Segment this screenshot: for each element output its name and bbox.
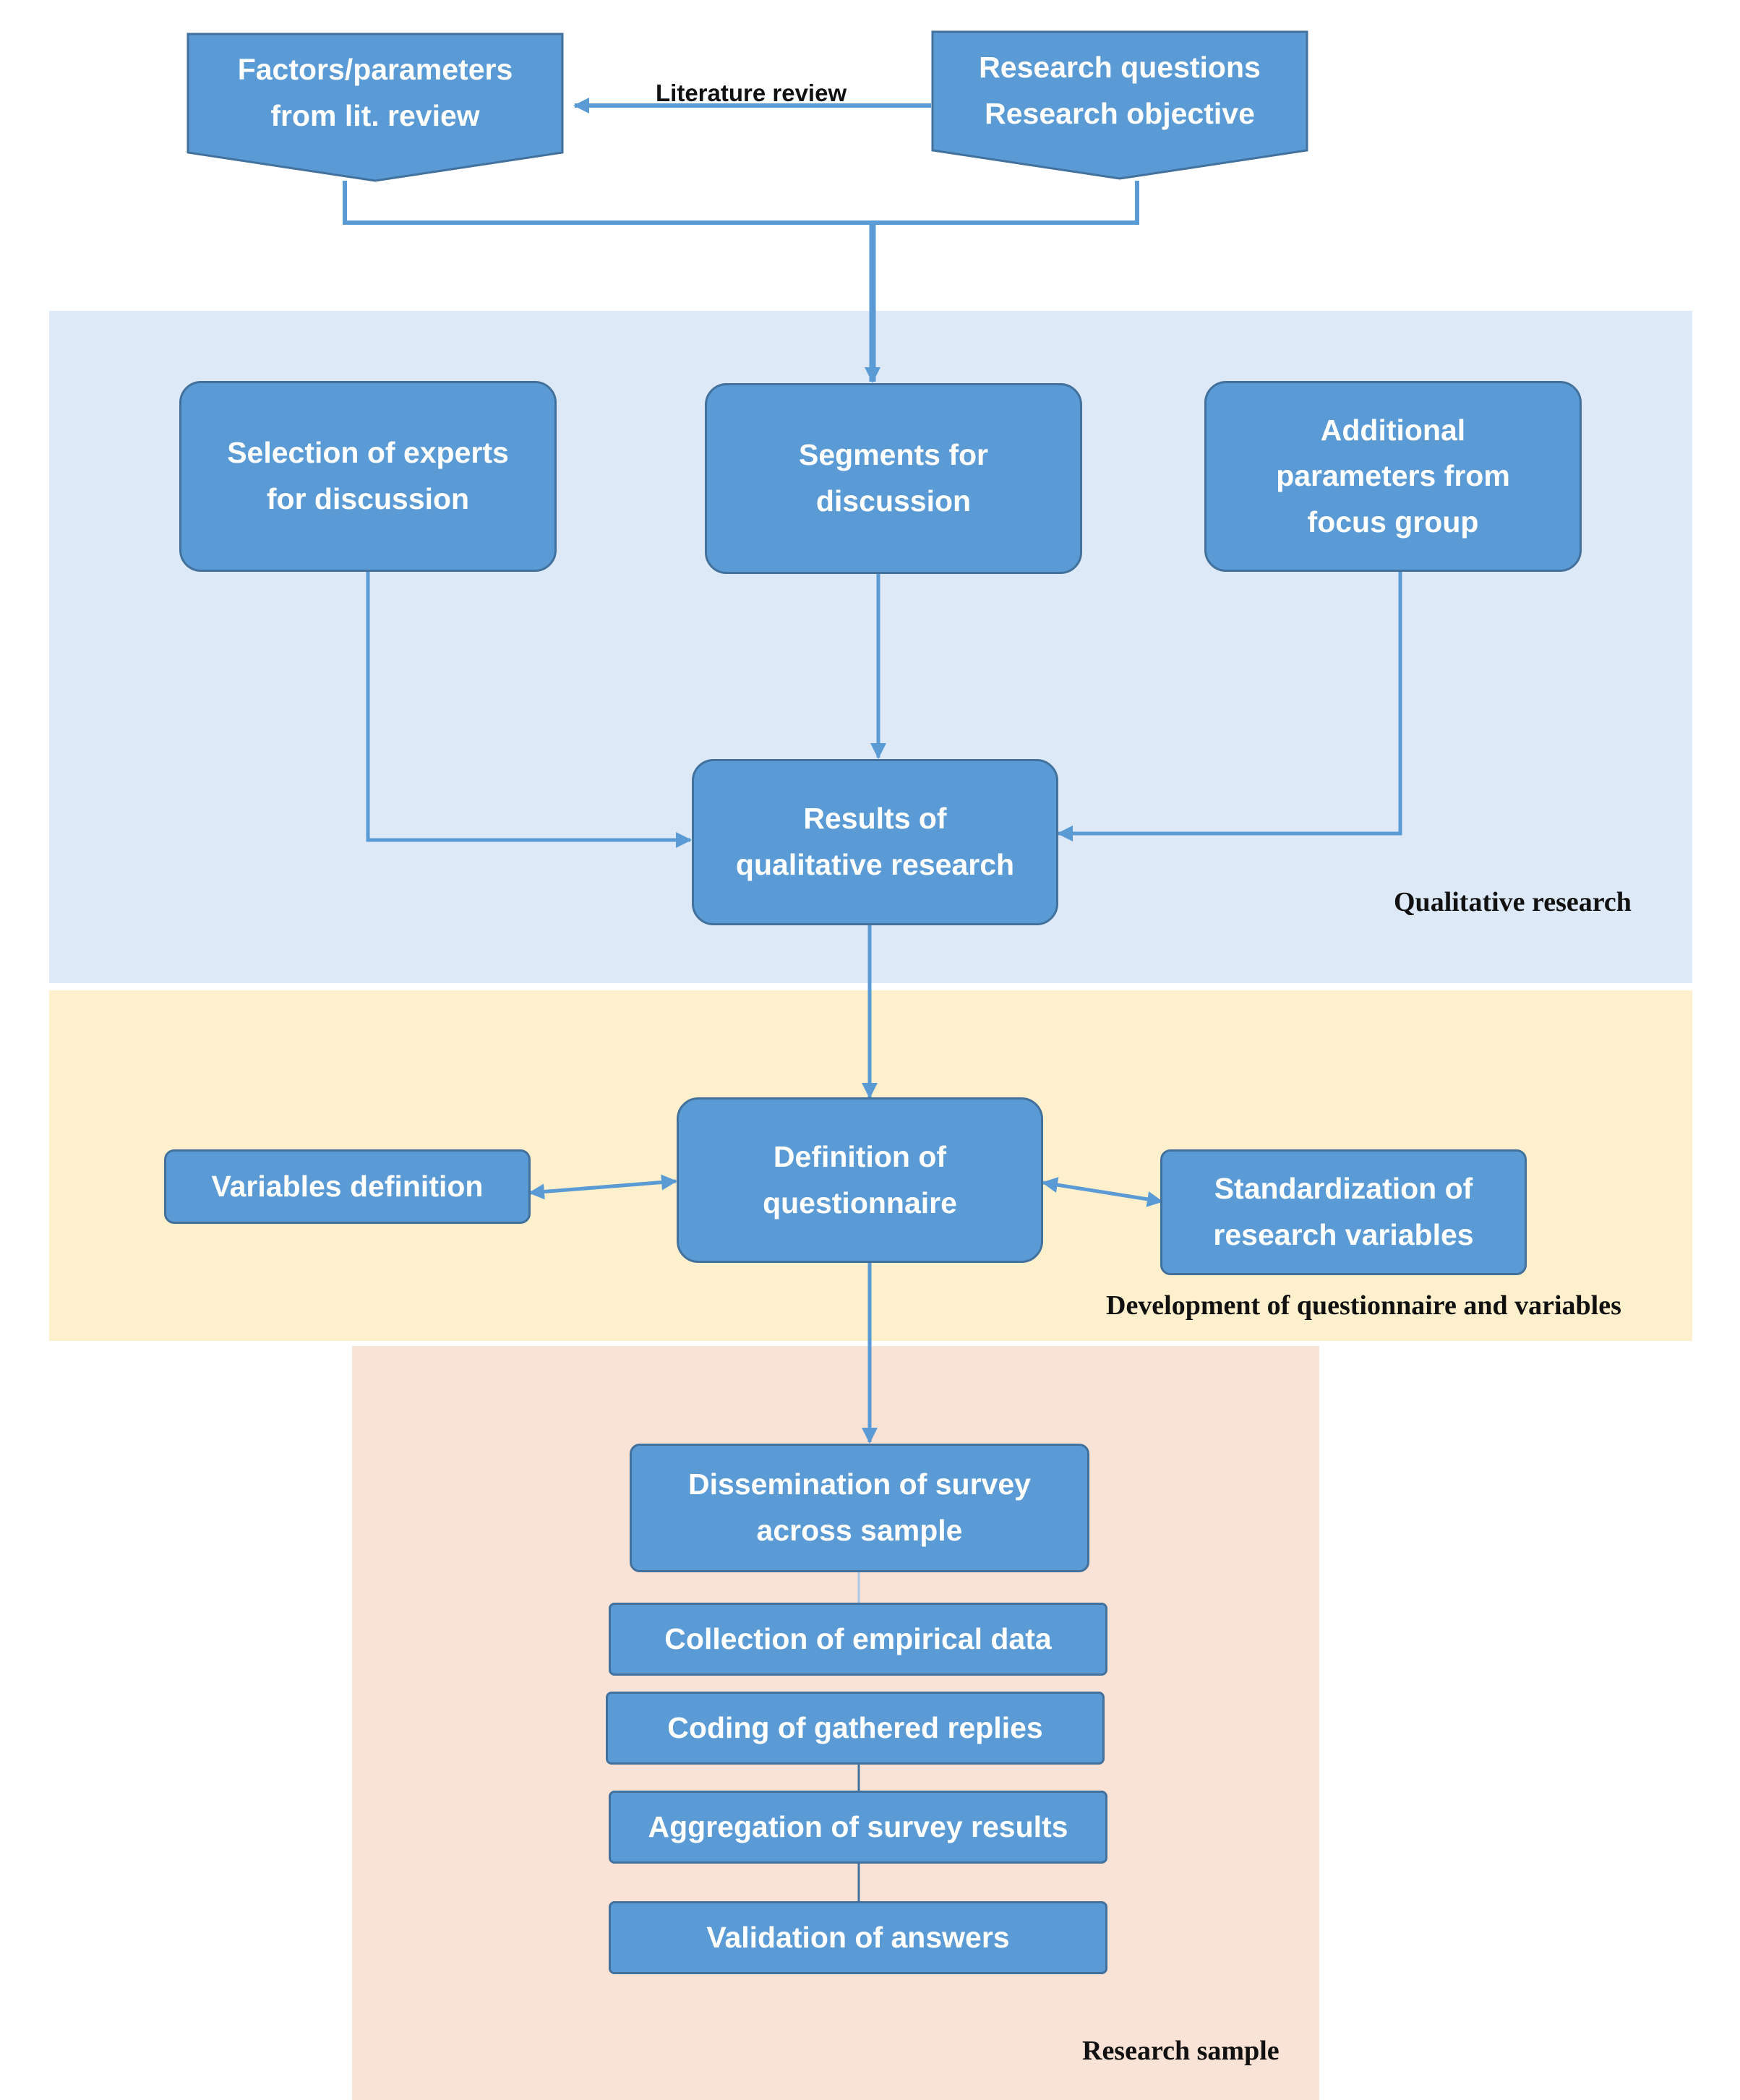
- questionnaire-section-label: Development of questionnaire and variabl…: [1106, 1290, 1621, 1321]
- research-sample-section-label: Research sample: [1082, 2036, 1280, 2066]
- banners-merge-line: [343, 181, 1139, 225]
- qualitative-research-section-label: Qualitative research: [1394, 887, 1632, 917]
- research-questions-banner-label: Research questions Research objective: [979, 51, 1261, 130]
- aggregation-of-survey-results-box: Aggregation of survey results: [609, 1791, 1107, 1864]
- collection-of-empirical-data-box: Collection of empirical data: [609, 1603, 1107, 1676]
- segments-for-discussion-box: Segments for discussion: [705, 383, 1082, 574]
- standardization-of-research-variables-box: Standardization of research variables: [1160, 1149, 1527, 1275]
- definition-standardization-double-arrow: [1042, 1177, 1163, 1207]
- experts-to-results-arrow: [366, 571, 692, 848]
- additional-parameters-box: Additional parameters from focus group: [1204, 381, 1582, 572]
- selection-of-experts-box: Selection of experts for discussion: [179, 381, 557, 572]
- validation-of-answers-box: Validation of answers: [609, 1901, 1107, 1974]
- factors-banner: Factors/parameters from lit. review: [187, 33, 564, 182]
- factors-banner-label: Factors/parameters from lit. review: [237, 53, 513, 132]
- results-of-qualitative-research-box: Results of qualitative research: [692, 759, 1058, 925]
- literature-review-label: Literature review: [656, 80, 847, 106]
- variables-definition-box: Variables definition: [164, 1149, 531, 1224]
- variables-definition-double-arrow: [528, 1174, 677, 1200]
- definition-of-questionnaire-box: Definition of questionnaire: [677, 1097, 1043, 1263]
- additional-to-results-arrow: [1057, 571, 1402, 841]
- dissemination-of-survey-box: Dissemination of survey across sample: [630, 1444, 1089, 1572]
- coding-of-gathered-replies-box: Coding of gathered replies: [606, 1692, 1105, 1765]
- research-questions-banner: Research questions Research objective: [931, 30, 1308, 180]
